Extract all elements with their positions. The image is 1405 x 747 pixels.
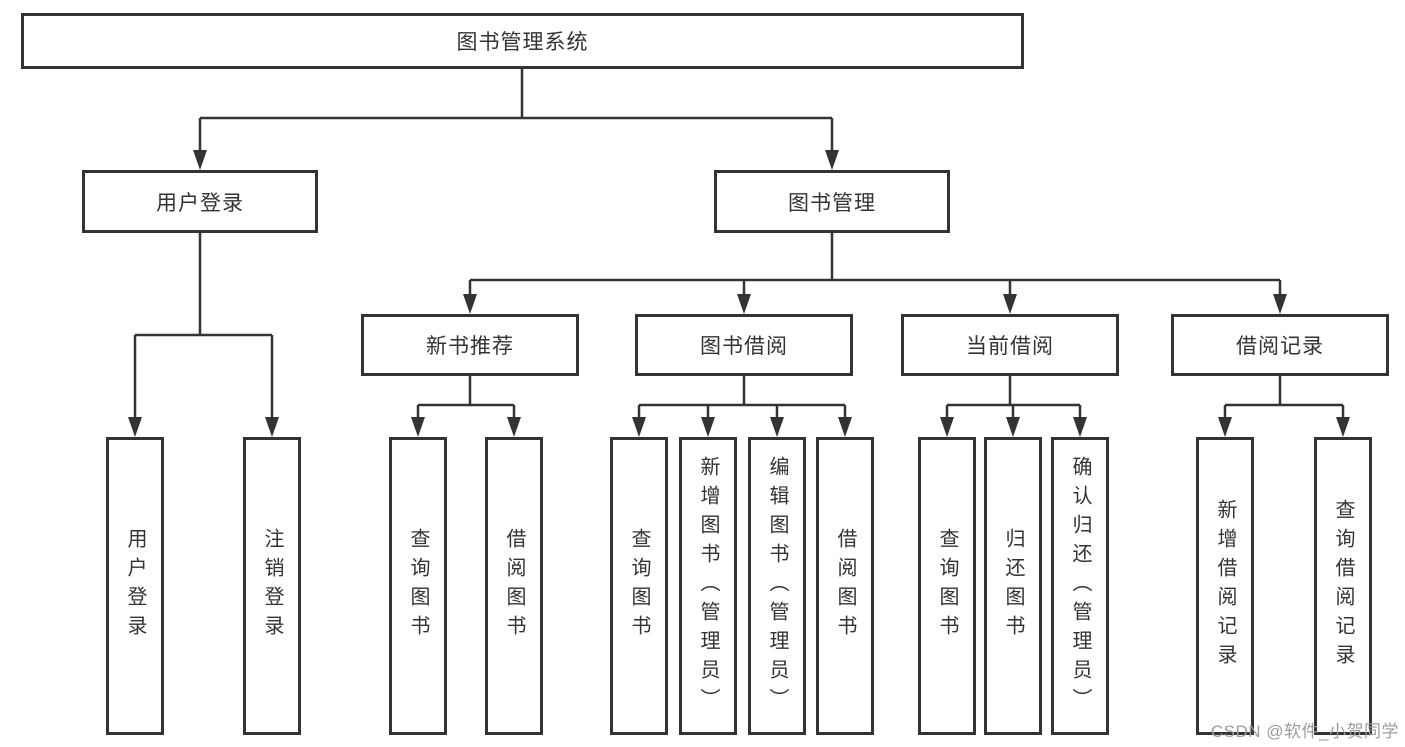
csdn-watermark: CSDN @软件_小贺同学 — [1210, 722, 1399, 741]
node-root: 图书管理系统 — [21, 13, 1024, 69]
node-leaf-query-book-2: 查询图书 — [610, 437, 668, 735]
node-user-login: 用户登录 — [82, 170, 318, 233]
node-book-mgmt: 图书管理 — [714, 170, 950, 233]
connector-user-login — [128, 233, 279, 437]
connector-current-borrow — [940, 376, 1087, 437]
node-leaf-user-login: 用户登录 — [106, 437, 164, 735]
node-leaf-borrow-book-1: 借阅图书 — [485, 437, 543, 735]
node-leaf-return-book: 归还图书 — [984, 437, 1042, 735]
node-new-book-rec: 新书推荐 — [361, 314, 579, 376]
node-leaf-borrow-book-2: 借阅图书 — [816, 437, 874, 735]
connector-book-mgmt — [463, 233, 1287, 314]
node-leaf-add-book: 新增图书（管理员） — [679, 437, 737, 735]
node-leaf-confirm-return: 确认归还（管理员） — [1051, 437, 1109, 735]
node-leaf-add-record: 新增借阅记录 — [1196, 437, 1254, 735]
node-leaf-edit-book: 编辑图书（管理员） — [748, 437, 806, 735]
node-leaf-query-book-3: 查询图书 — [918, 437, 976, 735]
connector-new-book-rec — [411, 376, 521, 437]
node-leaf-query-record: 查询借阅记录 — [1314, 437, 1372, 735]
node-book-borrow: 图书借阅 — [635, 314, 853, 376]
node-leaf-query-book-1: 查询图书 — [389, 437, 447, 735]
node-leaf-logout: 注销登录 — [243, 437, 301, 735]
connector-book-borrow — [632, 376, 852, 437]
connector-root — [193, 69, 839, 170]
connector-borrow-records — [1218, 376, 1350, 437]
node-borrow-records: 借阅记录 — [1171, 314, 1389, 376]
node-current-borrow: 当前借阅 — [901, 314, 1119, 376]
